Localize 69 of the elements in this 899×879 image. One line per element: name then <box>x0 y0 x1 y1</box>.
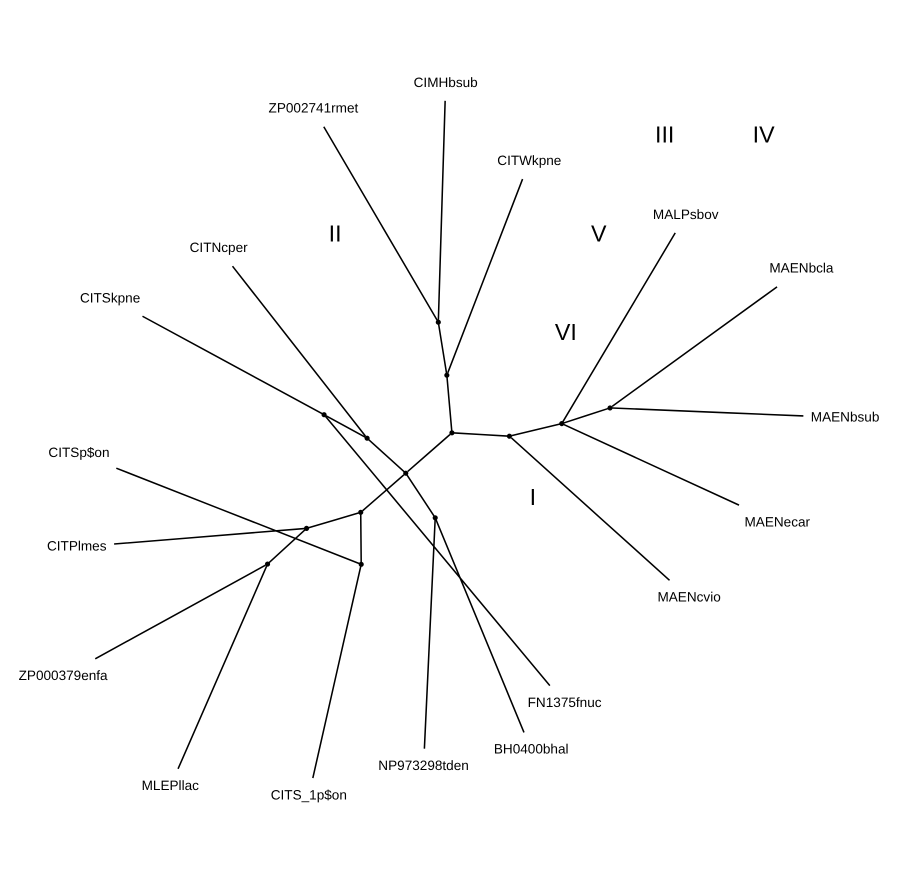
node-point <box>364 436 370 441</box>
node-text: MLEPllac <box>142 778 199 794</box>
node-point <box>444 372 450 378</box>
connector <box>454 432 508 437</box>
connector <box>308 512 359 529</box>
node-point <box>432 515 438 520</box>
node-point <box>304 526 310 531</box>
connector <box>177 566 268 770</box>
node-point <box>322 412 327 418</box>
label: I <box>530 484 536 510</box>
connector <box>612 407 804 417</box>
label: VI <box>554 319 577 346</box>
node-point <box>264 561 270 567</box>
node-text: CITS_1p$on <box>270 787 347 802</box>
connector <box>362 474 404 512</box>
connector <box>512 423 560 436</box>
node-text: MAENbcla <box>769 260 834 276</box>
node-text: CITWkpne <box>497 153 562 168</box>
connector <box>142 316 323 414</box>
label: IV <box>752 121 775 148</box>
node-text: CITNcper <box>190 240 248 256</box>
label: II <box>328 220 342 246</box>
label: III <box>655 121 674 148</box>
node-point <box>506 434 512 439</box>
connector <box>435 520 525 733</box>
connector <box>438 324 448 374</box>
connector <box>564 408 608 424</box>
connector <box>116 467 360 564</box>
node-text: ZP002741rmet <box>268 100 358 116</box>
node-point <box>559 421 564 426</box>
connector <box>447 178 524 374</box>
node-point <box>403 470 408 476</box>
connector <box>562 232 676 422</box>
node-text: MAENcvio <box>657 589 721 604</box>
connector <box>564 424 740 506</box>
connector <box>312 566 362 778</box>
connector <box>406 474 435 516</box>
node-point <box>436 320 441 325</box>
connector <box>438 100 446 320</box>
node-text: ZP000379enfa <box>18 668 108 684</box>
connector <box>114 528 304 545</box>
node-text: MAENbsub <box>810 409 880 424</box>
connector <box>368 439 405 472</box>
node-text: CITSkpne <box>80 290 140 306</box>
connector <box>510 437 670 581</box>
node-text: MAENecar <box>744 514 810 530</box>
node-point <box>449 430 454 436</box>
connector <box>232 266 366 437</box>
node-text: FN1375fnuc <box>528 694 602 710</box>
connector <box>325 416 550 686</box>
connector <box>407 434 451 472</box>
node-text: CITSp$on <box>48 445 110 460</box>
node-text: MALPsbov <box>652 206 719 222</box>
connector <box>612 286 778 407</box>
connector <box>446 377 452 431</box>
node-point <box>358 562 364 567</box>
node-text: CITPlmes <box>46 538 107 554</box>
label: V <box>591 220 607 246</box>
connector <box>94 564 266 660</box>
connector <box>424 520 436 749</box>
node-text: BH0400bhal <box>494 741 569 756</box>
node-point <box>358 510 364 515</box>
connector <box>268 529 306 564</box>
connector <box>323 126 438 321</box>
node-text: CIMHbsub <box>414 74 478 90</box>
connector <box>360 514 362 562</box>
node-text: NP973298tden <box>378 758 469 773</box>
connector <box>326 415 366 438</box>
node-point <box>607 405 613 410</box>
